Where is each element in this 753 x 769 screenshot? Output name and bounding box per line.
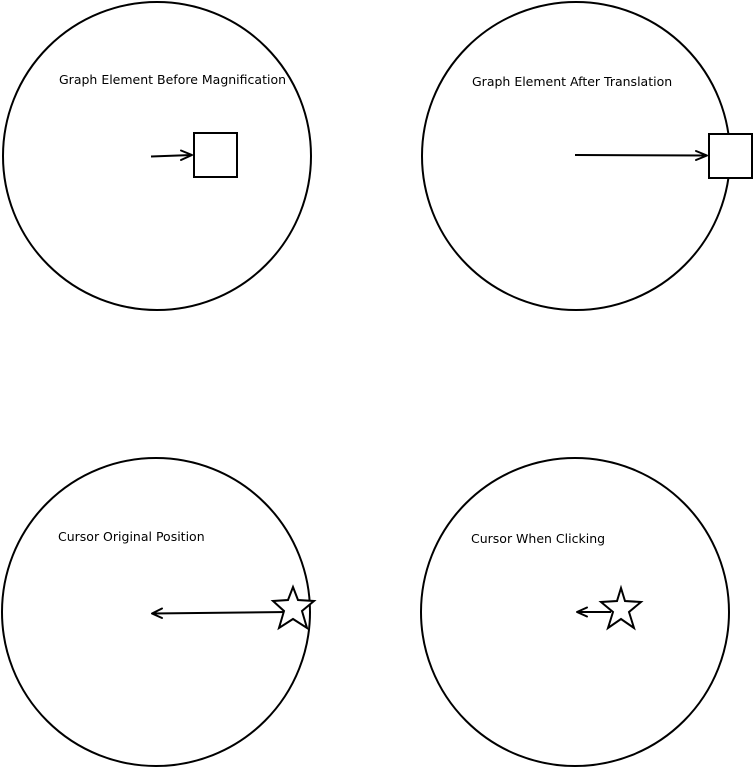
panel-before-magnification: Graph Element Before Magnification — [2, 1, 312, 311]
panel-circle — [1, 457, 311, 767]
panel-label: Graph Element Before Magnification — [59, 72, 286, 87]
panel-label: Cursor Original Position — [58, 529, 205, 544]
panel-label: Cursor When Clicking — [471, 531, 605, 546]
panel-cursor-clicking: Cursor When Clicking — [420, 457, 730, 767]
arrow-right-icon — [150, 149, 193, 161]
star-icon — [270, 584, 317, 631]
panel-label: Graph Element After Translation — [472, 74, 672, 89]
panel-cursor-original: Cursor Original Position — [1, 457, 317, 767]
arrow-left-icon — [576, 606, 611, 618]
arrow-right-icon — [574, 150, 708, 161]
panel-circle — [420, 457, 730, 767]
arrow-left-icon — [151, 607, 289, 619]
square-icon — [193, 132, 238, 178]
star-icon — [598, 584, 644, 631]
panel-circle — [2, 1, 312, 311]
panel-after-translation: Graph Element After Translation — [421, 1, 753, 311]
square-icon — [708, 133, 753, 179]
